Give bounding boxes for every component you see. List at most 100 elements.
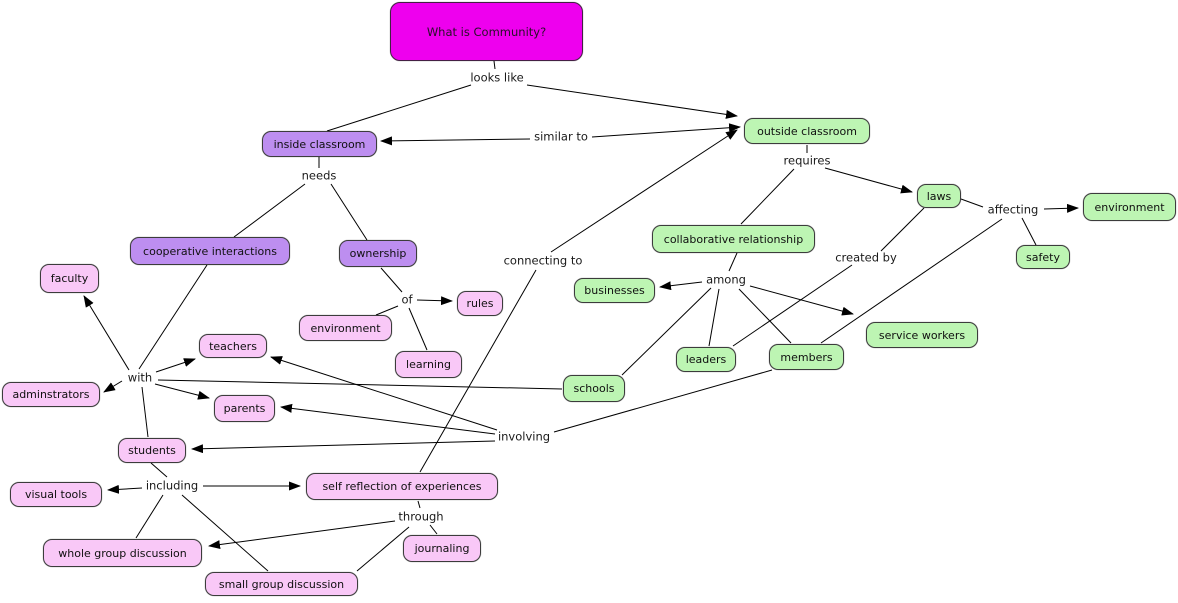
edge-including-to-whole_group_discussion	[135, 494, 164, 539]
concept-node-students[interactable]: students	[118, 438, 186, 463]
concept-node-label: learning	[406, 358, 451, 371]
edge-among-to-businesses	[659, 281, 703, 291]
edge-among-to-service_workers	[749, 285, 854, 316]
edge-with-to-parents	[154, 383, 210, 400]
edge-connecting_to-to-outside_classroom	[550, 129, 738, 253]
edge-of-to-learning	[408, 307, 428, 351]
concept-node-label: rules	[466, 297, 494, 310]
concept-node-environment-inside[interactable]: environment	[299, 315, 392, 341]
concept-node-ownership[interactable]: ownership	[339, 240, 417, 267]
edge-affecting-to-members	[820, 218, 1003, 344]
concept-node-label: inside classroom	[273, 137, 366, 151]
concept-node-cooperative-interactions[interactable]: cooperative interactions	[130, 237, 290, 265]
link-phrase-of[interactable]: of	[399, 292, 415, 307]
link-phrase-with[interactable]: with	[125, 370, 155, 385]
link-phrase-involving[interactable]: involving	[495, 429, 553, 444]
edge-what_is_community-to-looks_like	[493, 60, 496, 70]
concept-node-environment-outside[interactable]: environment	[1083, 193, 1176, 221]
edge-needs-to-cooperative_interactions	[233, 183, 306, 238]
concept-node-label: small group discussion	[218, 577, 345, 591]
concept-node-visual-tools[interactable]: visual tools	[10, 482, 102, 507]
concept-node-label: businesses	[584, 284, 645, 297]
concept-node-safety[interactable]: safety	[1016, 245, 1070, 269]
concept-node-journaling[interactable]: journaling	[403, 535, 481, 562]
edge-affecting-to-environment_outside	[1043, 203, 1079, 213]
concept-node-label: schools	[573, 382, 615, 395]
concept-node-adminstrators[interactable]: adminstrators	[2, 382, 100, 407]
edge-with-to-teachers	[155, 358, 196, 373]
edge-with-to-schools	[157, 379, 563, 390]
edge-ownership-to-of	[380, 267, 403, 293]
edge-cooperative_interactions-to-with	[138, 264, 208, 370]
concept-node-label: What is Community?	[426, 24, 547, 39]
concept-node-label: service workers	[878, 328, 966, 342]
concept-node-label: ownership	[349, 247, 407, 260]
edge-with-to-faculty	[83, 295, 130, 371]
concept-node-label: students	[128, 444, 176, 457]
concept-node-label: faculty	[50, 272, 89, 285]
edge-students-to-including	[150, 462, 168, 478]
concept-node-label: members	[780, 350, 833, 364]
concept-node-inside-classroom[interactable]: inside classroom	[262, 131, 377, 157]
concept-node-laws[interactable]: laws	[917, 184, 961, 208]
concept-node-schools[interactable]: schools	[563, 375, 625, 402]
concept-node-small-group-discussion[interactable]: small group discussion	[205, 572, 358, 596]
edge-needs-to-ownership	[330, 183, 368, 241]
concept-node-label: collaborative relationship	[663, 232, 804, 246]
concept-node-label: adminstrators	[12, 388, 90, 401]
concept-node-leaders[interactable]: leaders	[676, 347, 736, 372]
concept-node-faculty[interactable]: faculty	[40, 264, 99, 293]
link-phrase-through[interactable]: through	[396, 509, 446, 524]
edge-similar_to-to-inside_classroom	[380, 136, 531, 146]
edge-with-to-students	[141, 386, 149, 438]
concept-node-members[interactable]: members	[769, 344, 844, 370]
concept-node-outside-classroom[interactable]: outside classroom	[744, 118, 870, 144]
edge-through-to-journaling	[429, 524, 438, 535]
concept-node-parents[interactable]: parents	[214, 395, 275, 422]
concept-node-learning[interactable]: learning	[395, 351, 462, 378]
link-phrase-similar-to[interactable]: similar to	[532, 129, 590, 144]
link-phrase-needs[interactable]: needs	[299, 168, 339, 183]
concept-node-service-workers[interactable]: service workers	[866, 322, 978, 348]
edge-requires-to-laws	[824, 167, 913, 194]
concept-node-label: laws	[926, 189, 952, 203]
edge-including-to-small_group_discussion	[181, 494, 269, 572]
concept-node-label: cooperative interactions	[143, 244, 277, 258]
edge-members-to-involving	[553, 369, 773, 433]
link-phrase-including[interactable]: including	[143, 478, 201, 493]
link-phrase-among[interactable]: among	[704, 272, 748, 287]
concept-node-label: outside classroom	[757, 124, 857, 138]
link-phrase-connecting-to[interactable]: connecting to	[501, 253, 585, 268]
edge-with-to-adminstrators	[103, 380, 123, 393]
concept-node-label: parents	[223, 402, 266, 415]
concept-node-label: leaders	[685, 353, 727, 366]
concept-node-rules[interactable]: rules	[457, 291, 503, 316]
link-phrase-requires[interactable]: requires	[781, 153, 833, 168]
concept-node-label: journaling	[414, 542, 470, 555]
edge-requires-to-collaborative_relationship	[740, 168, 795, 225]
concept-node-whole-group-discussion[interactable]: whole group discussion	[43, 539, 202, 567]
concept-node-self-reflection-of-experiences[interactable]: self reflection of experiences	[306, 473, 498, 500]
link-phrase-affecting[interactable]: affecting	[985, 202, 1041, 217]
edge-looks_like-to-inside_classroom	[326, 84, 472, 132]
edge-affecting-to-safety	[1021, 217, 1037, 246]
edge-laws-to-affecting	[960, 198, 984, 208]
edge-including-to-visual_tools	[107, 484, 143, 494]
concept-node-label: safety	[1026, 250, 1060, 264]
concept-node-businesses[interactable]: businesses	[574, 278, 655, 303]
concept-node-what-is-community[interactable]: What is Community?	[390, 2, 583, 61]
concept-node-label: whole group discussion	[58, 546, 187, 560]
edge-among-to-schools	[621, 287, 712, 376]
edge-through-to-small_group_discussion	[356, 526, 410, 572]
concept-node-collaborative-relationship[interactable]: collaborative relationship	[652, 225, 815, 253]
edge-of-to-rules	[416, 296, 453, 306]
edge-laws-to-created_by	[880, 207, 925, 252]
link-phrase-looks-like[interactable]: looks like	[468, 70, 526, 85]
concept-node-label: environment	[1094, 200, 1165, 214]
concept-node-label: environment	[310, 321, 381, 335]
concept-node-teachers[interactable]: teachers	[199, 334, 267, 358]
link-phrase-created-by[interactable]: created by	[833, 250, 899, 265]
concept-node-label: teachers	[209, 339, 257, 353]
